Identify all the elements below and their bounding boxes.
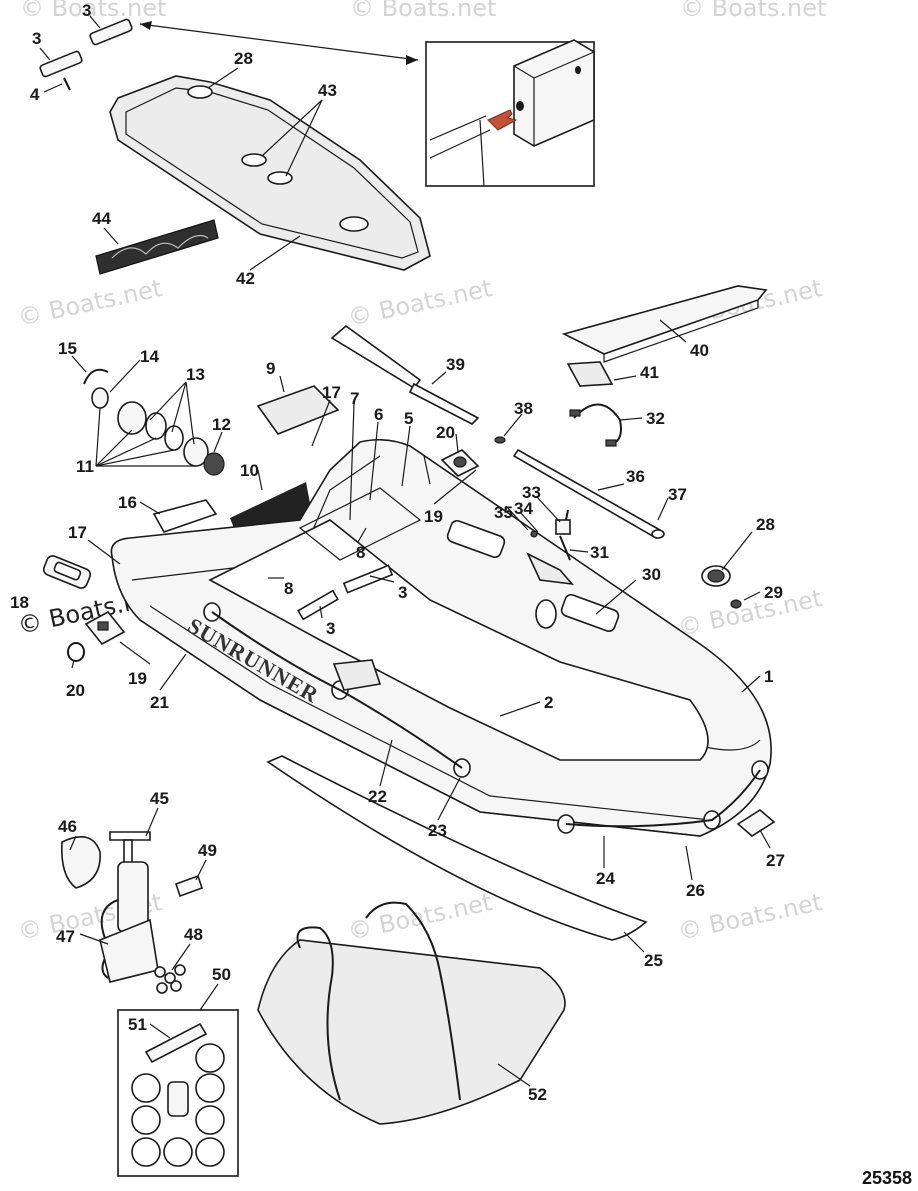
part-label-20: 20: [436, 423, 455, 442]
part-label-31: 31: [590, 543, 609, 562]
part-label-8: 8: [356, 543, 365, 562]
watermark: © Boats.net: [680, 0, 826, 22]
part-label-5: 5: [404, 409, 413, 428]
part-label-14: 14: [140, 347, 159, 366]
part-label-45: 45: [150, 789, 169, 808]
boat-hull-drawing: [110, 438, 772, 837]
part-label-16: 16: [118, 493, 137, 512]
tow-fitting-drawing: [736, 809, 776, 837]
part-label-9: 9: [266, 359, 275, 378]
part-label-46: 46: [58, 817, 77, 836]
guard-strip-drawing: [152, 499, 218, 533]
part-label-25: 25: [644, 951, 663, 970]
part-label-48: 48: [184, 925, 203, 944]
pin-drawing: [494, 436, 506, 444]
part-label-44: 44: [92, 209, 111, 228]
small-fittings-drawing: [440, 449, 571, 561]
part-label-12: 12: [212, 415, 231, 434]
part-label-19: 19: [128, 669, 147, 688]
part-label-19: 19: [424, 507, 443, 526]
part-label-51: 51: [128, 1015, 147, 1034]
part-labels: 3 3 4 28 43 44 42 40 41 32 39 38 36 37 1…: [10, 1, 785, 1104]
figure-number: 25358: [862, 1168, 912, 1188]
part-label-29: 29: [764, 583, 783, 602]
part-label-3: 3: [326, 619, 335, 638]
part-label-40: 40: [690, 341, 709, 360]
carry-bag-drawing: [257, 901, 566, 1125]
part-label-13: 13: [186, 365, 205, 384]
part-label-50: 50: [212, 965, 231, 984]
part-label-52: 52: [528, 1085, 547, 1104]
part-label-3: 3: [32, 29, 41, 48]
floorboard-drawing: [109, 75, 431, 271]
part-label-38: 38: [514, 399, 533, 418]
part-label-37: 37: [668, 485, 687, 504]
part-label-27: 27: [766, 851, 785, 870]
part-label-3: 3: [82, 1, 91, 20]
part-label-6: 6: [374, 405, 383, 424]
part-label-24: 24: [596, 869, 615, 888]
foot-pump-drawing: [60, 831, 204, 994]
part-label-30: 30: [642, 565, 661, 584]
detail-arrow: [139, 21, 419, 65]
part-label-21: 21: [150, 693, 169, 712]
valve-assembly-drawing: [83, 368, 225, 476]
repair-kit-drawing: [117, 1009, 239, 1177]
grip-strip-drawing: [95, 219, 219, 275]
part-label-15: 15: [58, 339, 77, 358]
part-label-10: 10: [240, 461, 259, 480]
carry-handle-drawing: [42, 555, 92, 589]
part-label-28: 28: [234, 49, 253, 68]
watermark: © Boats.net: [345, 274, 494, 332]
part-label-49: 49: [198, 841, 217, 860]
part-label-2: 2: [544, 693, 553, 712]
o-ring-drawing: [67, 642, 85, 662]
part-label-7: 7: [350, 389, 359, 408]
watermark: © Boats.net: [20, 0, 166, 22]
part-label-17: 17: [322, 383, 341, 402]
inset-detail: [425, 39, 595, 187]
bench-seat-drawing: [561, 285, 768, 387]
part-label-23: 23: [428, 821, 447, 840]
oar-drawing: [330, 324, 480, 425]
part-label-17: 17: [68, 523, 87, 542]
part-label-1: 1: [764, 667, 773, 686]
drain-valve-drawing: [701, 565, 742, 609]
part-label-35: 35: [494, 503, 513, 522]
watermark: © Boats.net: [15, 274, 164, 332]
rod-drawing: [512, 448, 665, 540]
watermark: © Boats.net: [675, 584, 824, 642]
part-label-22: 22: [368, 787, 387, 806]
watermark: © Boats.net: [350, 0, 496, 22]
rod-pieces-drawing: [39, 18, 133, 91]
part-label-3: 3: [398, 583, 407, 602]
part-label-36: 36: [626, 467, 645, 486]
keel-strip-drawing: [266, 755, 648, 941]
rope-handle-drawing: [569, 403, 622, 447]
part-label-11: 11: [76, 457, 94, 476]
part-label-28: 28: [756, 515, 775, 534]
part-label-39: 39: [446, 355, 465, 374]
part-label-34: 34: [514, 499, 533, 518]
leader-lines: [39, 15, 771, 1087]
part-label-41: 41: [640, 363, 659, 382]
part-label-32: 32: [646, 409, 665, 428]
part-label-8: 8: [284, 579, 293, 598]
part-label-33: 33: [522, 483, 541, 502]
patch-drawing: [84, 610, 126, 646]
part-label-20: 20: [66, 681, 85, 700]
storage-bag-drawing: [256, 385, 340, 435]
part-label-4: 4: [30, 85, 40, 104]
part-label-26: 26: [686, 881, 705, 900]
part-label-47: 47: [56, 927, 75, 946]
part-label-42: 42: [236, 269, 255, 288]
part-label-18: 18: [10, 593, 29, 612]
part-label-43: 43: [318, 81, 337, 100]
